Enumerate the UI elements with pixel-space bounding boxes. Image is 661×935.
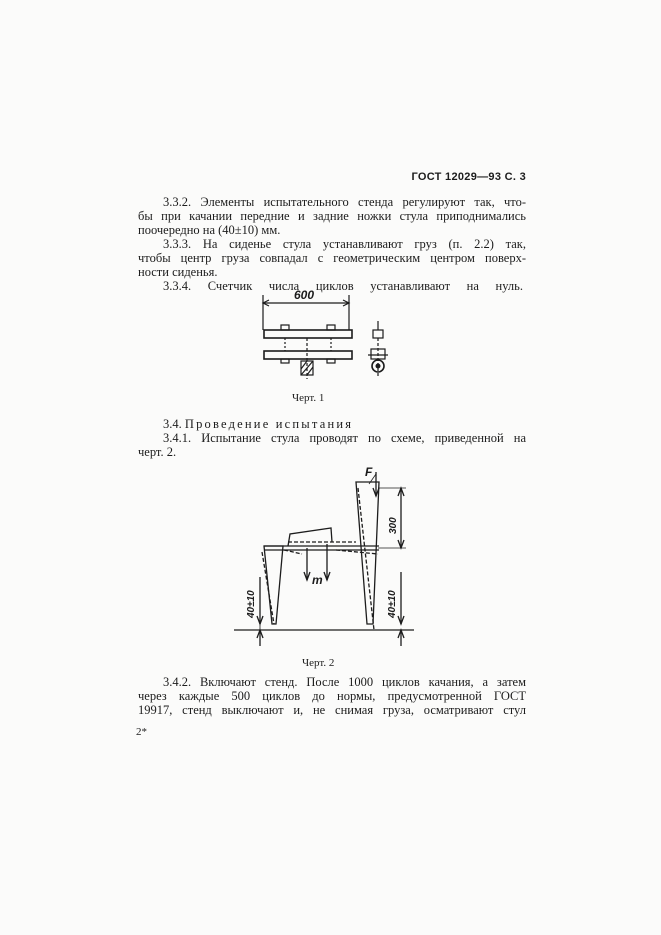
figure-2-dimension-top: 300 <box>388 517 399 534</box>
paragraph-3-3-3-line-3: ности сиденья. <box>138 265 218 279</box>
paragraph-3-4-2-line-1: 3.4.2. Включают стенд. После 1000 циклов… <box>163 675 526 689</box>
page-footer-mark: 2* <box>136 726 147 738</box>
section-3-4-title: Проведение испытания <box>184 417 354 431</box>
paragraph-3-3-3-line-2: чтобы центр груза совпадал с геометричес… <box>138 251 526 265</box>
figure-2-caption: Черт. 2 <box>302 657 335 669</box>
section-3-4-heading: 3.4. Проведение испытания <box>163 417 354 432</box>
page-header: ГОСТ 12029—93 С. 3 <box>411 171 526 183</box>
paragraph-3-3-4: 3.3.4. Счетчик числа циклов устанавливаю… <box>163 279 523 293</box>
paragraph-3-3-3-line-1: 3.3.3. На сиденье стула устанавливают гр… <box>163 237 526 251</box>
figure-2-force-label: F <box>365 465 373 479</box>
paragraph-3-4-2-line-3: 19917, стенд выключают и, не снимая груз… <box>138 703 526 717</box>
paragraph-3-3-2-line-3: поочередно на (40±10) мм. <box>138 223 281 237</box>
paragraph-3-4-2-line-2: через каждые 500 циклов до нормы, предус… <box>138 689 526 703</box>
figure-2-drawing: F m 300 40±10 40±10 <box>234 465 414 646</box>
figure-2-dimension-left: 40±10 <box>246 590 257 619</box>
paragraph-3-4-1-line-1: 3.4.1. Испытание стула проводят по схеме… <box>163 431 526 445</box>
paragraph-3-4-1-line-2: черт. 2. <box>138 445 177 459</box>
section-3-4-number: 3.4. <box>163 417 182 431</box>
paragraph-3-3-2-line-1: 3.3.2. Элементы испытательного стенда ре… <box>163 195 526 209</box>
figure-2-dimension-right: 40±10 <box>387 590 398 619</box>
figure-2-mass-label: m <box>312 573 323 587</box>
figure-1-dimension-label: 600 <box>294 288 314 302</box>
paragraph-3-3-2-line-2: бы при качании передние и задние ножки с… <box>138 209 526 223</box>
figure-1-drawing: 600 <box>261 288 388 379</box>
figure-1-caption: Черт. 1 <box>292 392 325 404</box>
